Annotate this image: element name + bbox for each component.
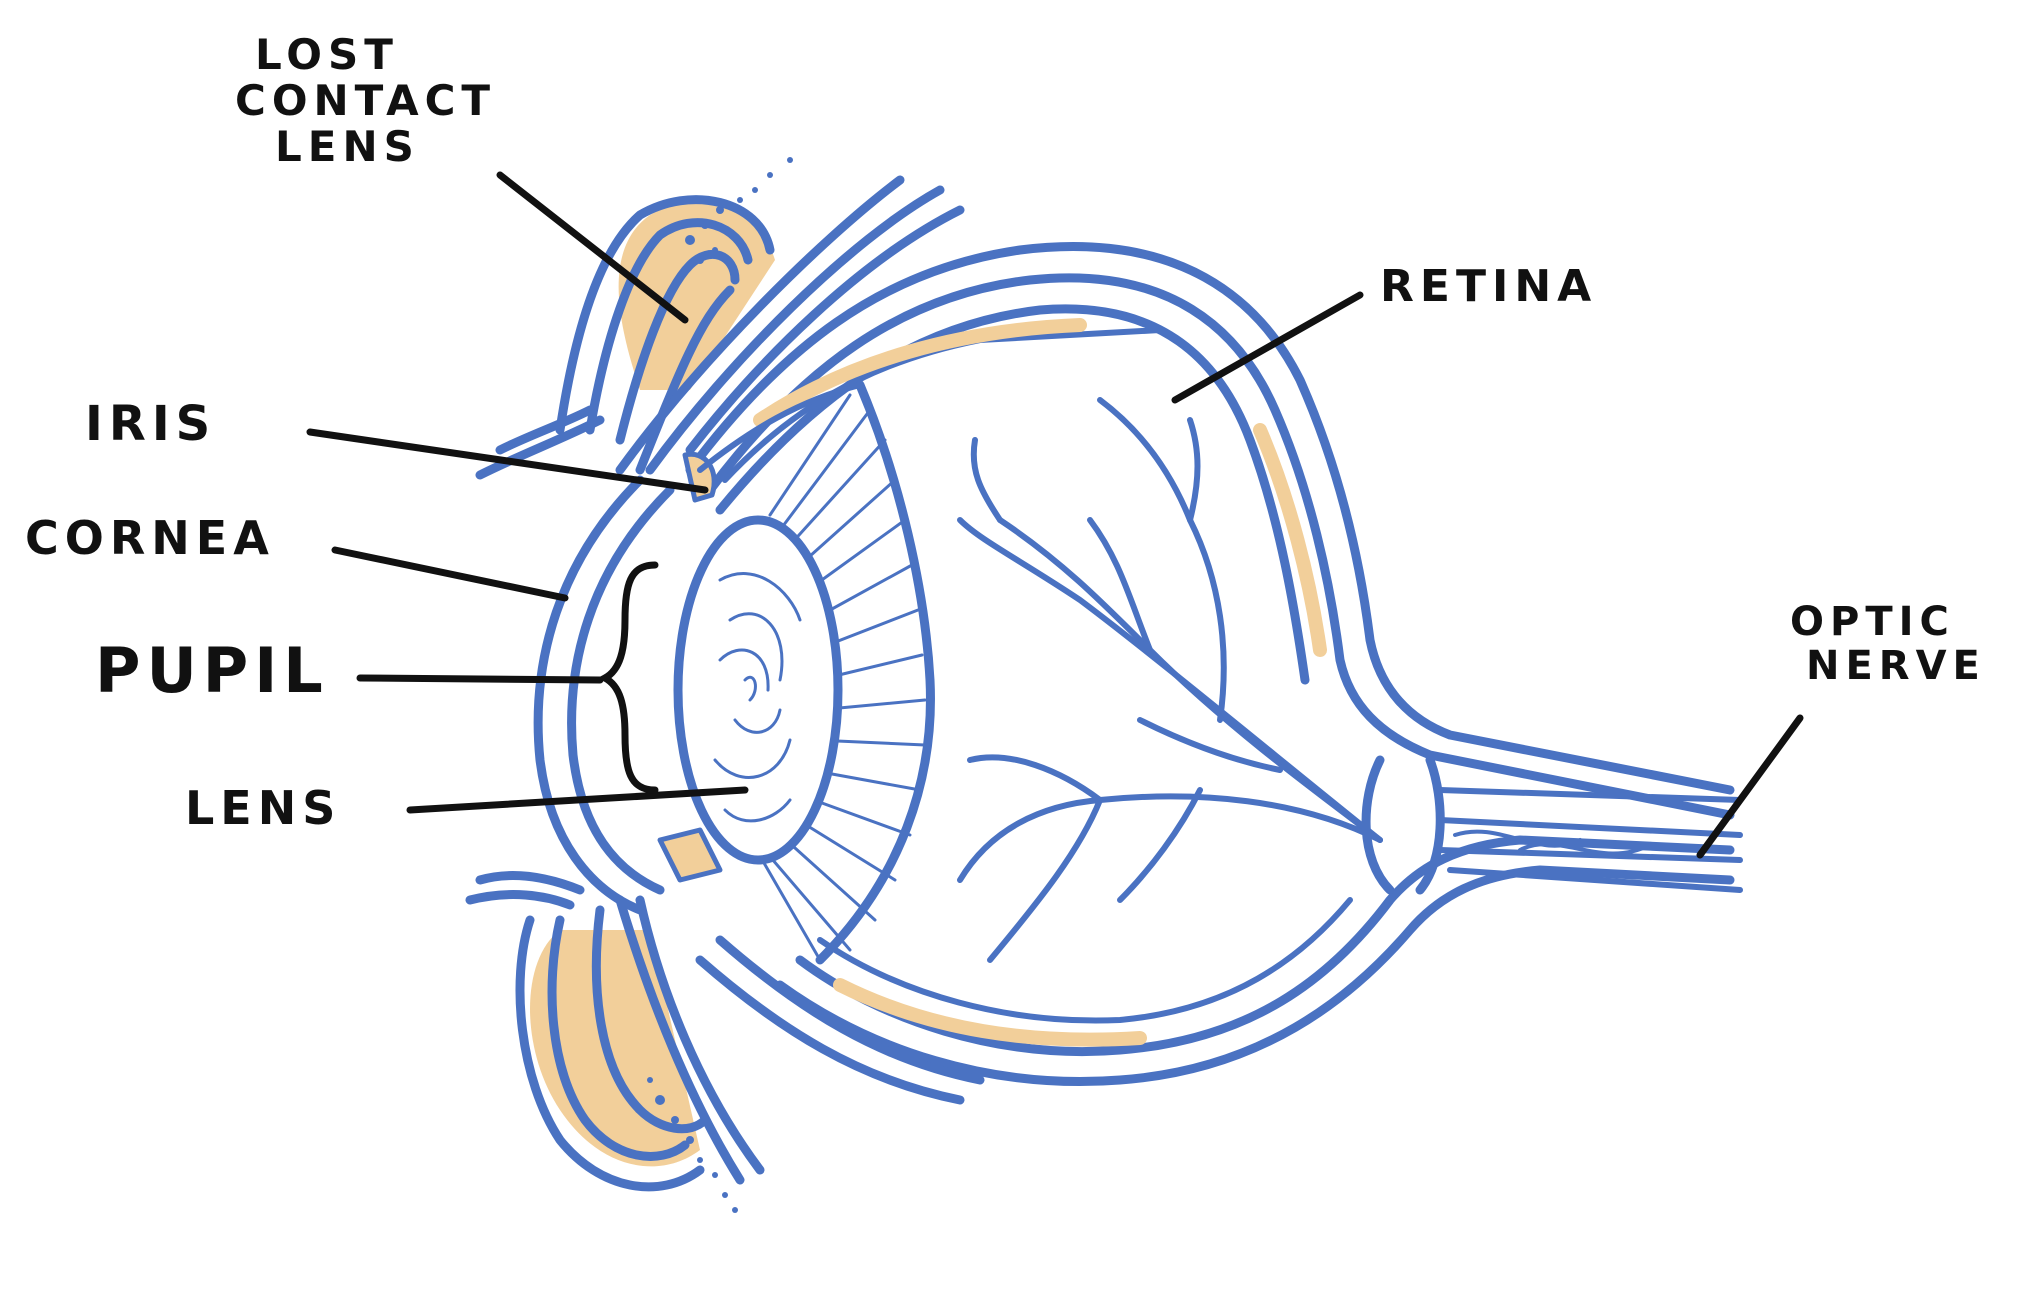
retina-leader	[1175, 295, 1360, 400]
pupil-leader	[360, 678, 600, 680]
optic-nerve-label: OPTIC NERVE	[1790, 600, 1986, 688]
cornea-leader	[335, 550, 565, 598]
lost-contact-lens-line-1: LOST	[235, 32, 496, 78]
lost-contact-lens-label: LOST CONTACT LENS	[235, 32, 496, 170]
cornea-label: CORNEA	[25, 515, 275, 561]
pupil-label: PUPIL	[95, 640, 329, 702]
optic-nerve-line-2: NERVE	[1790, 644, 1986, 688]
iris-label: IRIS	[85, 400, 216, 448]
lens-body	[678, 520, 838, 860]
lens-label: LENS	[185, 785, 341, 831]
lost-contact-lens-line-3: LENS	[235, 124, 496, 170]
retina-vessels	[960, 400, 1380, 960]
pupil-bracket	[605, 565, 655, 790]
retina-label: RETINA	[1380, 265, 1597, 309]
lost-contact-lens-line-2: CONTACT	[235, 78, 496, 124]
cornea-outline	[538, 480, 670, 910]
optic-nerve-line-1: OPTIC	[1790, 600, 1986, 644]
lower-eyelid	[470, 875, 760, 1186]
